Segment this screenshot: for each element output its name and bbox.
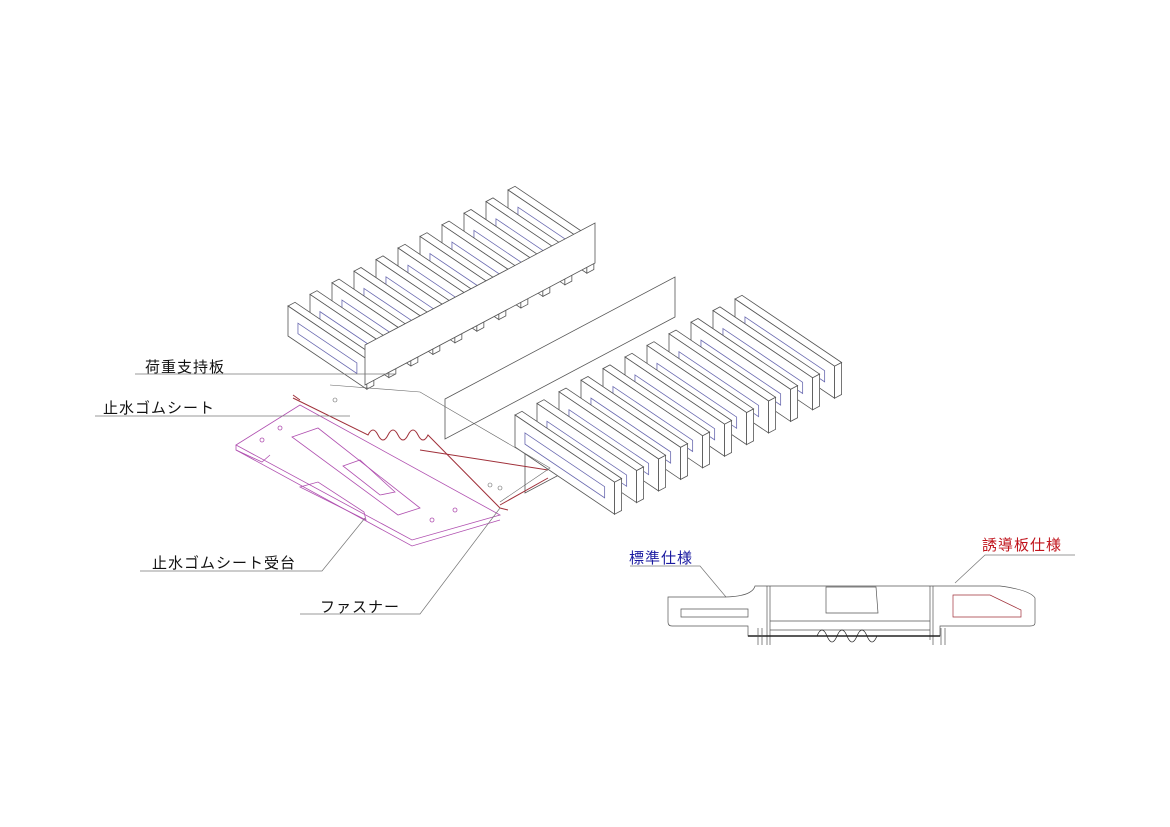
rubber-sheet-base bbox=[235, 404, 502, 547]
side-view bbox=[667, 585, 1036, 645]
load-support-beam bbox=[364, 222, 596, 386]
finger-plate-right bbox=[514, 410, 623, 515]
finger-plate-left bbox=[287, 301, 375, 390]
sheet-plate bbox=[329, 384, 551, 503]
label-rubber-sheet-base: 止水ゴムシート受台 bbox=[152, 554, 297, 572]
rubber-sheet bbox=[292, 394, 549, 511]
label-fastener: ファスナー bbox=[320, 598, 401, 616]
label-load-support-plate: 荷重支持板 bbox=[145, 358, 226, 376]
leader-lines bbox=[95, 373, 1075, 615]
finger-plates bbox=[287, 185, 843, 515]
load-support-beam bbox=[444, 276, 676, 440]
label-guide-plate-spec: 誘導板仕様 bbox=[982, 536, 1063, 554]
label-rubber-sheet: 止水ゴムシート bbox=[103, 399, 216, 417]
label-standard-spec: 標準仕様 bbox=[629, 549, 694, 567]
